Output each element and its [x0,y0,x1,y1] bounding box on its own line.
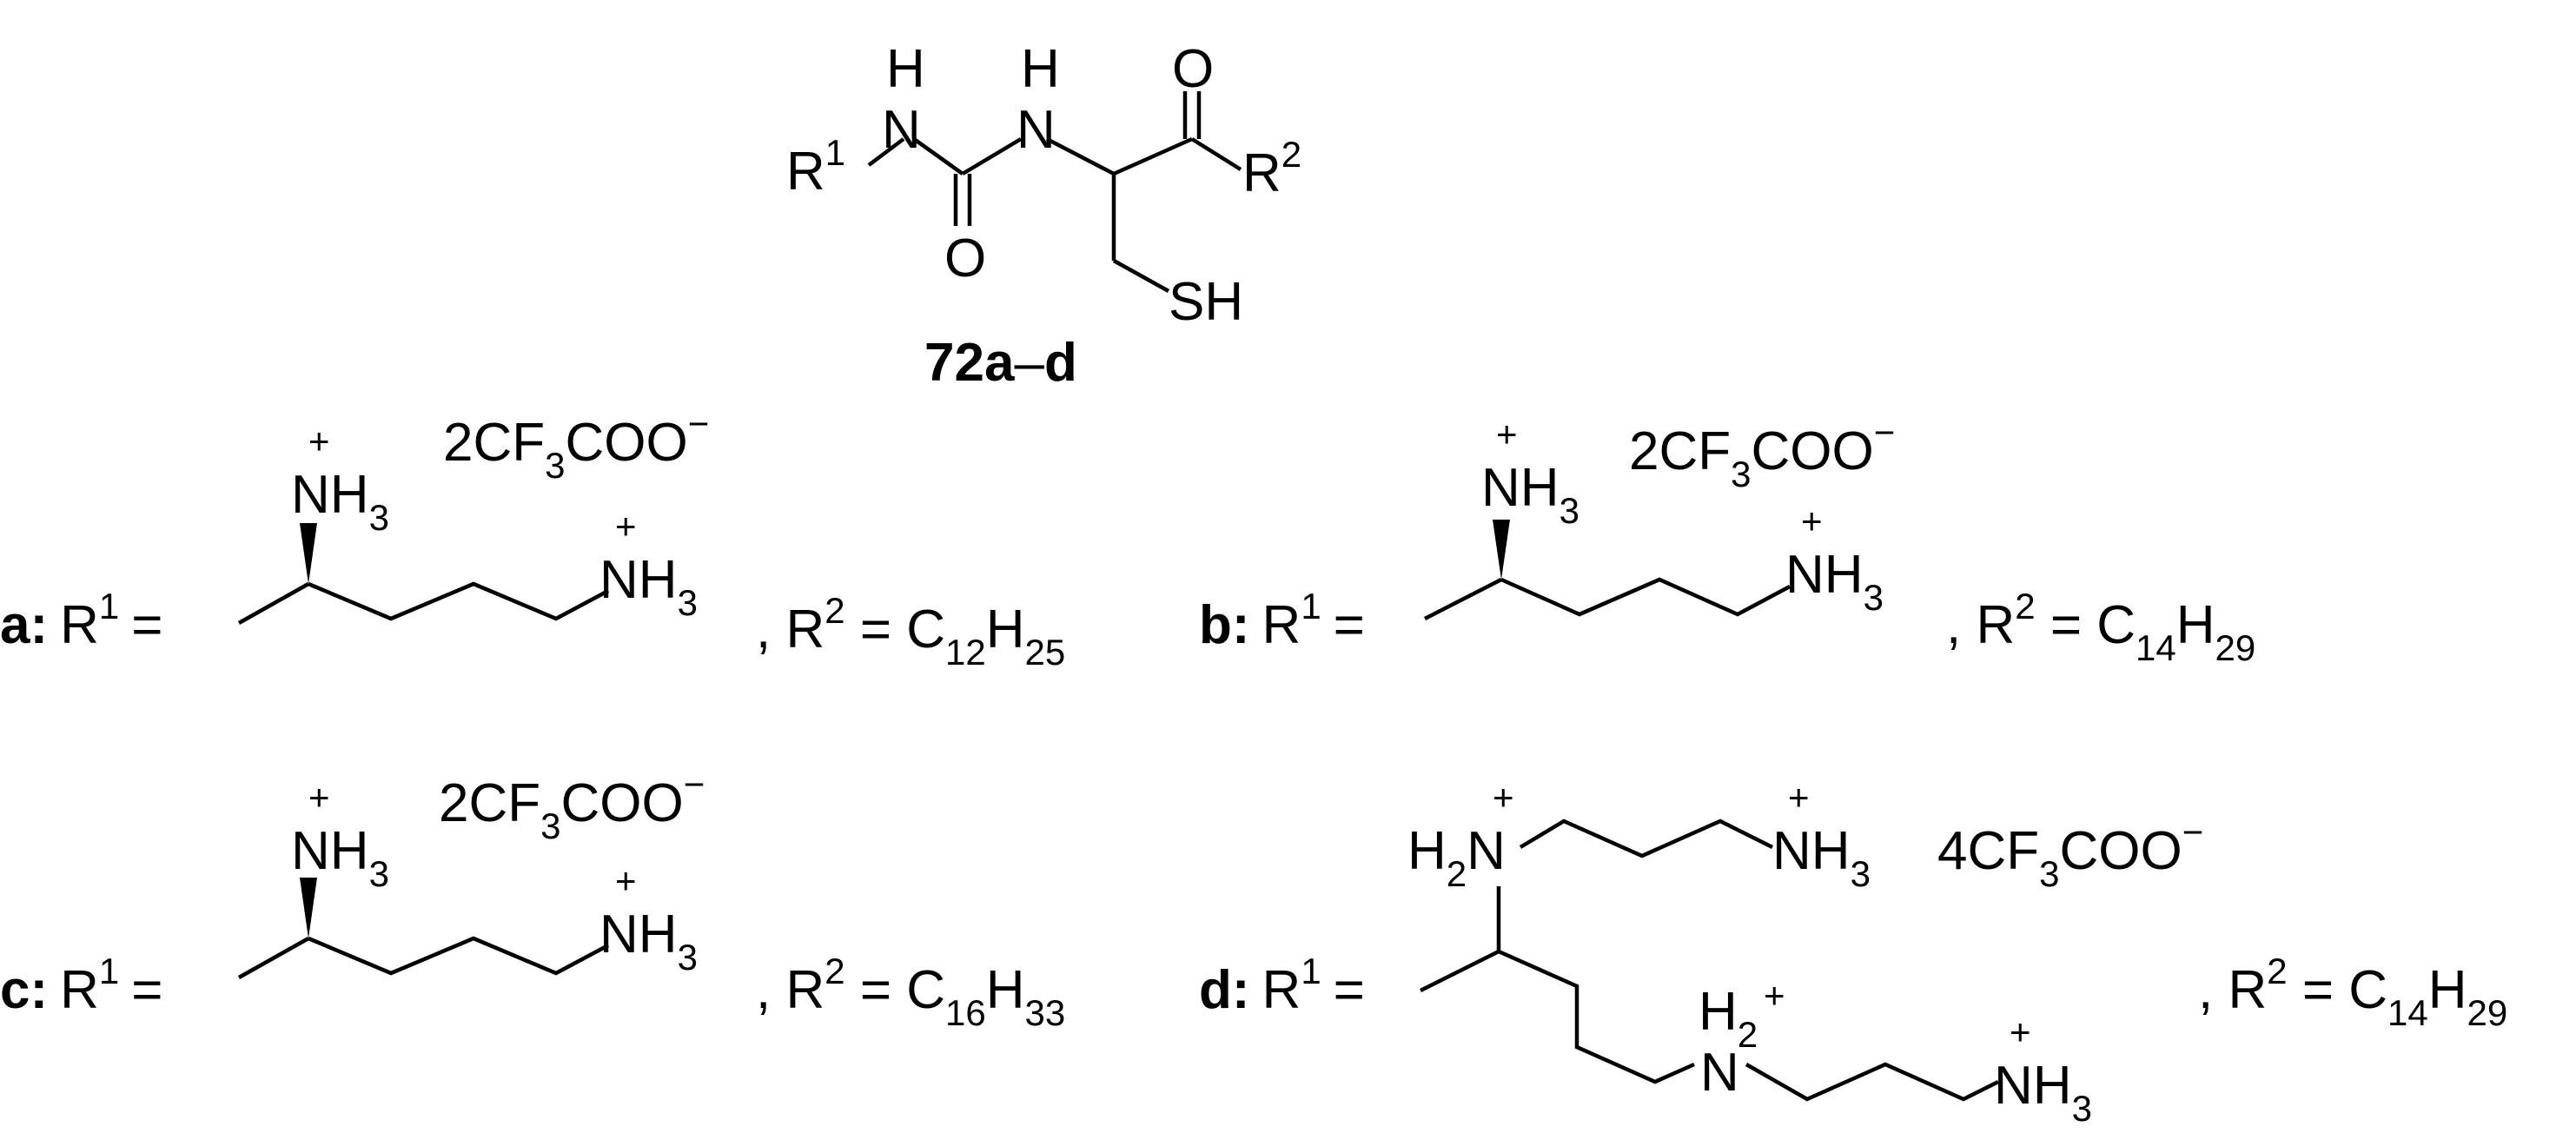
core-nh-left-n: N [882,100,921,160]
variant-b: b:R1= NH3 + NH3 + 2CF3COO− , R2 = C14H29 [1199,412,2255,668]
variant-c: c:R1= NH3 + NH3 + 2CF3COO− , R2 = C16H33 [0,764,1065,1033]
core-ketone-oxygen: O [1172,39,1214,99]
variant-a-amine-1: NH3 [291,465,389,538]
variant-d: d:R1= H2N + NH3 + H2 + N NH3 + 4CF3COO− … [1199,777,2507,1129]
core-r1-label: R1 [786,132,845,202]
variant-a-amine-2-charge: + [615,506,637,547]
variant-b-r2: , R2 = C14H29 [1946,586,2255,668]
variant-a-amine-2: NH3 [599,550,698,623]
stereo-wedge-bond [300,878,317,938]
lower-butyl-chain [1498,949,1695,1084]
variant-a-r2: , R2 = C12H25 [756,590,1065,673]
variant-c-amine-2: NH3 [599,905,698,978]
variant-d-amine-nh2-charge: + [1764,975,1785,1016]
variant-b-amine-2: NH3 [1785,545,1884,618]
variant-a-heading: a:R1= [0,586,163,655]
alkyl-chain [1500,577,1791,617]
variant-b-amine-1: NH3 [1481,458,1579,531]
variant-b-amine-1-charge: + [1496,414,1518,454]
variant-d-bonds [1419,819,2000,1102]
core-r2-label: R2 [1242,134,1301,203]
methyl-bond [1423,577,1503,621]
variant-d-amine-nh3-upper-charge: + [1788,777,1810,818]
carbonyl-r2-bond [1190,137,1242,171]
variant-b-amine-2-charge: + [1801,500,1823,541]
variant-a: a:R1= NH3 + NH3 + 2CF3COO− , R2 = C12H25 [0,403,1065,673]
variant-c-bonds [237,878,610,979]
r1-n-bond [867,137,905,167]
core-thiol-label: SH [1169,272,1243,332]
n-c-urea-bond [912,137,964,176]
variant-d-amine-nh3-upper: NH3 [1772,821,1871,894]
methyl-bond [237,937,310,979]
variant-d-amine-nh2-n: N [1700,1043,1739,1103]
variant-a-bonds [237,523,610,625]
ca-carbonyl-bond [1113,136,1193,176]
variant-d-amine-nh2-h: H2 [1699,982,1758,1055]
variant-c-amine-1: NH3 [291,821,389,894]
variant-d-amine-h2n: H2N [1407,821,1506,894]
variant-b-bonds [1423,520,1791,621]
variant-a-amine-1-charge: + [308,421,330,461]
variant-c-amine-2-charge: + [615,860,637,901]
core-nh-right-h: H [1021,39,1060,99]
alkyl-chain [308,936,610,976]
variant-b-counterion: 2CF3COO− [1629,412,1895,494]
variant-d-amine-nh3-lower-charge: + [2010,1011,2031,1052]
methyl-bond [1419,949,1500,993]
core-nh-left-h: H [886,39,925,99]
upper-propyl-chain [1519,819,1774,858]
stereo-wedge-bond [300,523,317,584]
stereo-wedge-bond [1493,520,1510,580]
variant-d-amine-nh3-lower: NH3 [1994,1056,2092,1129]
variant-b-heading: b:R1= [1199,586,1365,655]
nh-ca-bond [1045,137,1116,176]
alkyl-chain [308,581,610,621]
variant-c-amine-1-charge: + [308,777,330,818]
variant-a-counterion: 2CF3COO− [443,403,709,486]
variant-d-amine-h2n-charge: + [1493,777,1514,818]
core-nh-right-n: N [1016,100,1056,160]
variant-d-r2: , R2 = C14H29 [2198,951,2507,1033]
variant-c-counterion: 2CF3COO− [439,764,705,846]
compound-number: 72a–d [924,333,1077,393]
variant-c-heading: c:R1= [0,951,163,1020]
variant-c-r2: , R2 = C16H33 [756,951,1065,1033]
variant-d-counterion: 4CF3COO− [1937,812,2203,894]
methyl-bond [237,582,310,625]
core-urea-oxygen: O [944,229,986,288]
core-structure: R1 H N H N O O R2 SH 72a–d [786,39,1301,393]
variant-d-heading: d:R1= [1199,951,1365,1020]
cb-s-bond [1112,259,1170,293]
core-bonds [867,91,1242,293]
lower-propyl-chain [1745,1062,2000,1102]
c-nh-bond [961,137,1023,176]
